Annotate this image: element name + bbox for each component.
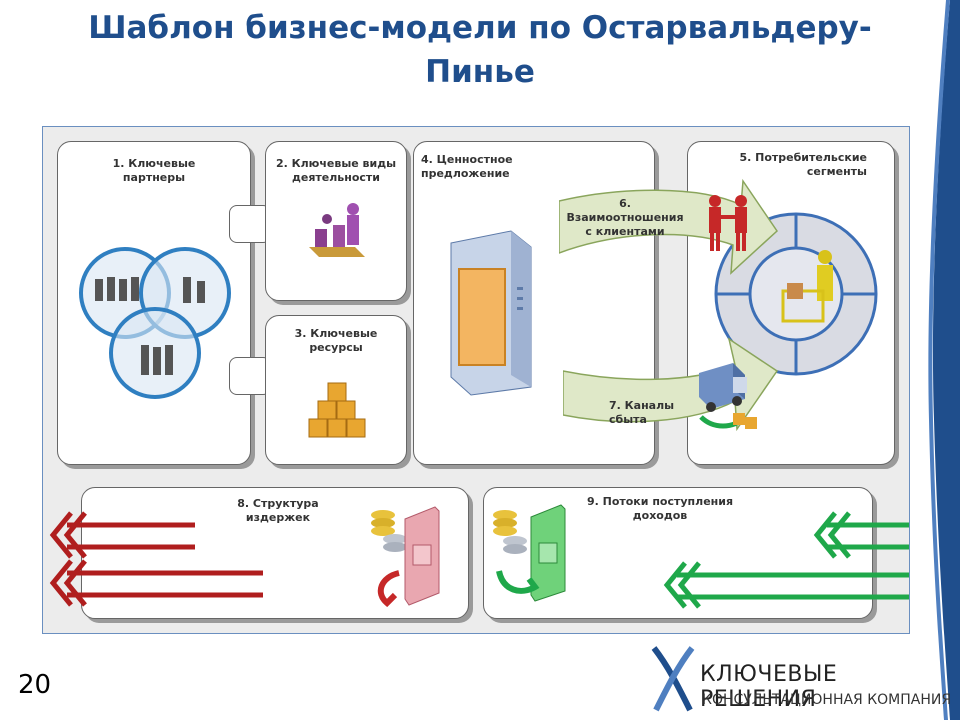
business-model-canvas: 1. Ключевые партнеры 2. Ключевые виды де… — [42, 126, 910, 634]
key-resources-block — [265, 315, 407, 465]
cost-structure-label: 8. Структура издержек — [237, 497, 319, 524]
safe-icon — [371, 506, 440, 607]
value-proposition-label: 4. Ценностное предложение — [421, 153, 513, 180]
channels-label: 7. Каналы сбыта — [609, 399, 675, 426]
revenue-safe-icon — [493, 504, 566, 602]
partners-venn-icon — [79, 247, 231, 399]
key-partners-label: 1. Ключевые партнеры — [112, 157, 196, 184]
handshake-icon — [709, 195, 747, 251]
page-number: 20 — [18, 670, 52, 700]
revenue-arrows-icon — [663, 511, 909, 609]
connector — [229, 357, 271, 395]
customer-segments-label: 5. Потребительские сегменты — [739, 151, 867, 178]
logo-tagline: КОНСУЛЬТАЦИОННАЯ КОМПАНИЯ — [702, 692, 952, 708]
target-segments-icon — [714, 212, 878, 376]
logo-name: КЛЮЧЕВЫЕ РЕШЕНИЯ — [700, 662, 838, 712]
decorative-wave — [928, 0, 960, 720]
channels-arrow — [563, 337, 779, 432]
page-title: Шаблон бизнес-модели по Остарвальдеру-Пи… — [88, 10, 872, 90]
delivery-truck-icon — [699, 363, 757, 429]
key-activities-label: 2. Ключевые виды деятельности — [275, 157, 397, 184]
company-logo-icon — [651, 646, 695, 712]
connector — [229, 205, 271, 243]
boxes-stack-icon — [308, 382, 366, 438]
customer-relationships-label: 6. Взаимоотношения с клиентами — [566, 197, 684, 238]
product-box-icon — [450, 230, 532, 396]
key-activities-block — [265, 141, 407, 301]
revenue-streams-label: 9. Потоки поступления доходов — [586, 495, 734, 522]
key-resources-label: 3. Ключевые ресурсы — [294, 327, 378, 354]
cost-arrows-icon — [49, 511, 263, 607]
relationships-arrow — [559, 178, 778, 275]
production-line-icon — [309, 203, 365, 257]
